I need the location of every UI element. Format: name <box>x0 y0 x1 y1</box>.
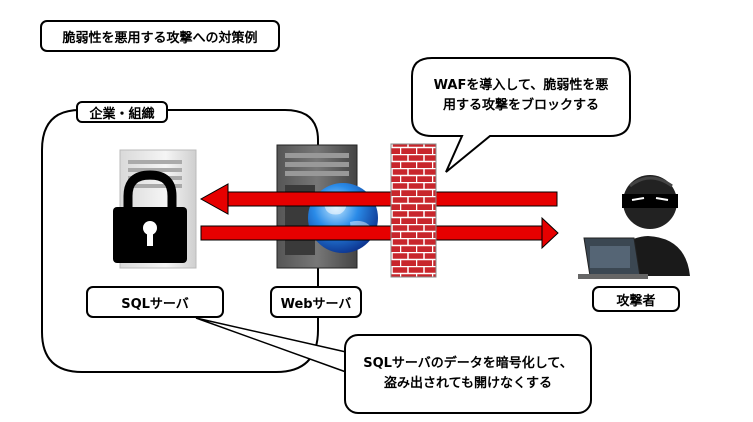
attacker-hacker-icon <box>578 175 690 279</box>
org-label-text: 企業・組織 <box>89 106 155 122</box>
sql-note-line-2: 盗み出されても開けなくする <box>384 376 552 391</box>
organization-boundary <box>41 109 319 373</box>
sql-note: SQLサーバのデータを暗号化して、 盗み出されても開けなくする <box>344 334 592 414</box>
org-label: 企業・組織 <box>76 101 168 123</box>
sql-note-line-1: SQLサーバのデータを暗号化して、 <box>363 356 573 371</box>
padlock-icon <box>113 170 187 263</box>
waf-note: WAFを導入して、脆弱性を悪 用する攻撃をブロックする <box>414 76 628 116</box>
waf-note-line-2: 用する攻撃をブロックする <box>442 98 599 113</box>
arrow-to-sql-server <box>199 183 558 215</box>
waf-note-line-1: WAFを導入して、脆弱性を悪 <box>433 78 609 93</box>
waf-speech-bubble <box>411 57 631 173</box>
diagram-title-text: 脆弱性を悪用する攻撃への対策例 <box>62 30 258 46</box>
sql-server-label: SQLサーバ <box>86 286 224 318</box>
web-server-label: Webサーバ <box>270 286 362 318</box>
sql-server-label-text: SQLサーバ <box>121 296 189 312</box>
diagram-title: 脆弱性を悪用する攻撃への対策例 <box>40 20 280 52</box>
attacker-label: 攻撃者 <box>592 286 680 312</box>
attacker-label-text: 攻撃者 <box>616 293 656 309</box>
waf-firewall-icon <box>390 143 437 278</box>
sql-note-pointer <box>195 317 347 374</box>
web-server-label-text: Webサーバ <box>280 296 352 312</box>
arrow-to-attacker <box>200 216 559 250</box>
